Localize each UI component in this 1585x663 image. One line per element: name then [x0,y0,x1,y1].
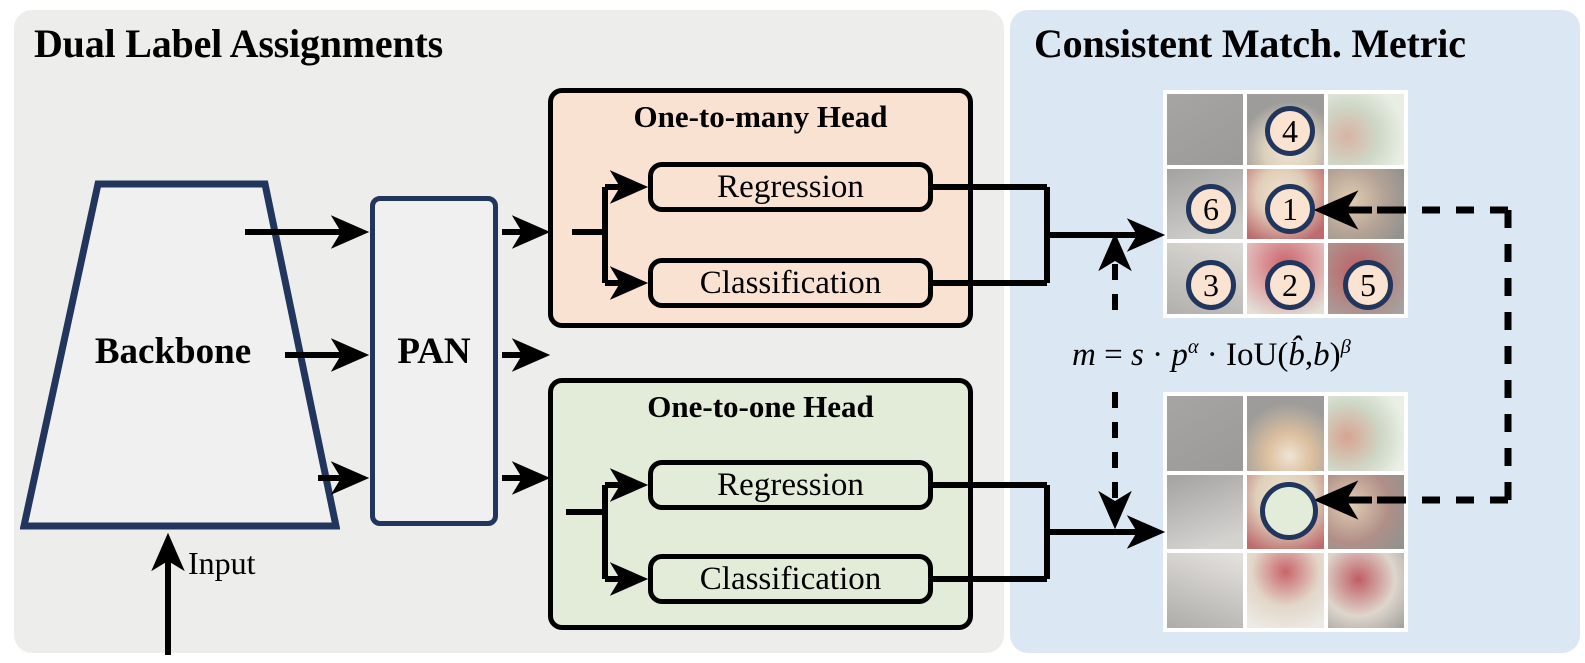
grid-cell [1167,553,1244,628]
one-to-one-prediction-grid [1163,392,1408,632]
formula-beta: β [1340,336,1351,358]
grid-cell [1327,474,1404,550]
formula-dot-1: · [1152,337,1164,373]
prediction-marker-5: 5 [1343,260,1393,310]
grid-cell [1327,94,1404,165]
prediction-marker-2: 2 [1265,260,1315,310]
prediction-marker-1: 1 [1265,184,1315,234]
matching-metric-formula: m = s · pα · IoU(b̂,b)β [1072,336,1351,374]
o2o-classification-box: Classification [648,554,933,604]
formula-iou: IoU [1226,337,1278,373]
input-label: Input [188,545,256,581]
one-to-one-head-title: One-to-one Head [647,389,874,424]
o2m-regression-label: Regression [717,168,864,205]
panel-right-title: Consistent Match. Metric [1034,21,1466,66]
o2o-classification-label: Classification [699,560,882,597]
o2m-classification-label: Classification [699,264,882,301]
grid-cell [1247,396,1324,471]
one-to-many-head-title: One-to-many Head [633,99,888,134]
grid-cell [1167,396,1244,471]
prediction-marker-3: 3 [1186,260,1236,310]
grid-cell [1247,553,1324,628]
o2m-regression-box: Regression [648,162,933,212]
pan-box [370,196,498,526]
formula-b: b [1313,337,1330,373]
formula-dot-2: · [1206,337,1218,373]
formula-p: p [1171,337,1188,373]
grid-cell [1327,553,1404,628]
backbone-shape [20,180,340,530]
formula-bhat: b̂ [1288,337,1305,373]
formula-equals: = [1104,337,1123,373]
panel-left-title: Dual Label Assignments [34,21,444,66]
backbone-label: Backbone [94,331,252,372]
grid-cell [1327,168,1404,240]
formula-paren-open: ( [1277,337,1289,373]
o2o-regression-box: Regression [648,460,933,510]
prediction-marker-one-to-one [1260,482,1318,540]
formula-s: s [1130,337,1144,373]
grid-cell [1327,396,1404,471]
prediction-marker-4: 4 [1265,106,1315,156]
formula-comma: , [1304,337,1314,373]
formula-paren-close: ) [1329,337,1341,373]
prediction-marker-6: 6 [1186,184,1236,234]
o2m-classification-box: Classification [648,258,933,308]
formula-m: m [1072,337,1096,373]
formula-alpha: α [1187,336,1199,358]
grid-cell [1167,94,1244,165]
pan-label: PAN [397,331,471,372]
grid-cell [1167,474,1244,550]
o2o-regression-label: Regression [717,466,864,503]
